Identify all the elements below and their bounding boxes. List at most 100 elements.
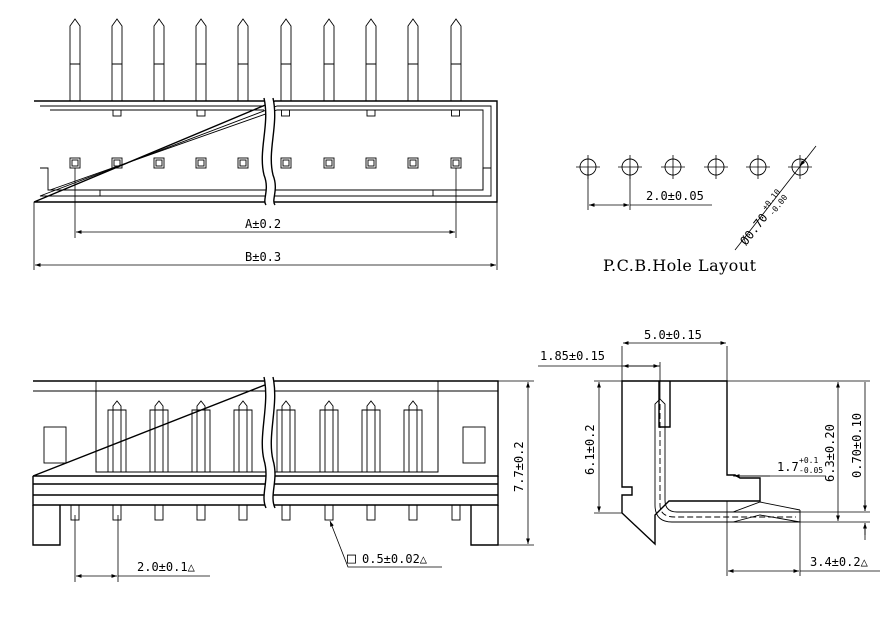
- front-pin-tail: [196, 504, 206, 521]
- front-pin-tail: [366, 504, 376, 521]
- top-pin-hole-inner: [409, 159, 417, 167]
- pcb-diameter-label: Ø0.70: [737, 211, 770, 248]
- top-pin: [323, 18, 335, 101]
- side-depth-label: 5.0±0.15: [644, 328, 702, 342]
- top-pin: [237, 18, 249, 101]
- top-right-notch: [432, 167, 491, 196]
- top-view: A±0.2 B±0.3: [33, 18, 498, 270]
- side-total-height-extension: [727, 380, 870, 523]
- front-pin-tail: [112, 504, 122, 521]
- front-contact-pin: [324, 400, 334, 472]
- front-right-foot: [470, 505, 499, 546]
- pcb-hole-layout: 2.0±0.05 Ø0.70 +0.10 -0.00 P.C.B.Hole La…: [576, 145, 817, 275]
- top-pin-hole-inner: [239, 159, 247, 167]
- front-contact-pin: [196, 400, 206, 472]
- side-depth-extension: [621, 346, 728, 381]
- top-pin: [153, 18, 165, 101]
- front-contact-slot: [107, 409, 127, 472]
- front-contact-pin: [238, 400, 248, 472]
- front-cavity-inner: [95, 391, 439, 472]
- top-view-latches: [112, 109, 460, 117]
- pcb-hole-crosshair: [704, 155, 728, 179]
- top-pin-hole: [111, 157, 123, 169]
- top-pin-hole-inner: [155, 159, 163, 167]
- pcb-layout-title: P.C.B.Hole Layout: [603, 256, 757, 275]
- top-pin-hole-inner: [325, 159, 333, 167]
- dim-b-extension: [33, 202, 498, 270]
- front-height-label: 7.7±0.2: [512, 441, 526, 492]
- top-pin-hole: [195, 157, 207, 169]
- pcb-diameter-text: Ø0.70 +0.10 -0.00: [737, 187, 789, 248]
- front-pitch-label: 2.0±0.1△: [137, 560, 196, 574]
- top-pin: [407, 18, 419, 101]
- top-pin: [365, 18, 377, 101]
- side-body-outline: [621, 380, 761, 546]
- front-contact-pin: [154, 400, 164, 472]
- front-contact-slot: [191, 409, 211, 472]
- front-break-left: [261, 376, 267, 509]
- front-height-extension: [498, 380, 534, 546]
- top-pin-hole-inner: [367, 159, 375, 167]
- top-latch-notch: [451, 109, 460, 117]
- front-left-window: [43, 426, 67, 464]
- top-latch-notch: [366, 109, 376, 117]
- top-break-right: [270, 97, 276, 206]
- top-latch-notch: [112, 109, 122, 117]
- front-pin-tail: [238, 504, 248, 521]
- top-pin-hole: [450, 157, 462, 169]
- front-contact-slot: [319, 409, 339, 472]
- side-body-height-extension: [594, 380, 622, 514]
- top-view-holes: [69, 157, 462, 169]
- top-pin-hole-inner: [113, 159, 121, 167]
- front-pin-size-leader: [329, 520, 442, 568]
- side-bend-tol-upper: +0.1: [799, 456, 818, 465]
- side-bend-tol-lower: -0.05: [799, 466, 823, 475]
- top-pin-hole-inner: [197, 159, 205, 167]
- top-pin-hole-inner: [282, 159, 290, 167]
- dim-a-extension: [74, 168, 457, 238]
- top-pin-hole: [407, 157, 419, 169]
- side-total-height-label: 6.3±0.20: [823, 424, 837, 482]
- pcb-holes: [576, 155, 812, 179]
- front-pin-tail: [281, 504, 291, 521]
- top-pin-hole: [323, 157, 335, 169]
- pcb-pitch-label: 2.0±0.05: [646, 189, 704, 203]
- pcb-diameter-arrow: [799, 157, 807, 167]
- dim-a-label: A±0.2: [245, 217, 281, 231]
- front-pin-square-mark: □: [347, 549, 356, 567]
- front-pin-tail: [408, 504, 418, 521]
- top-break-left: [261, 97, 267, 206]
- side-bend-label: 1.7: [777, 460, 799, 474]
- side-body-height-label: 6.1±0.2: [583, 424, 597, 475]
- front-contact-pin: [281, 400, 291, 472]
- top-pin: [280, 18, 292, 101]
- front-view: 7.7±0.2 2.0±0.1△ □ 0.5±0.02△: [32, 376, 534, 582]
- top-pin-hole: [365, 157, 377, 169]
- side-offset-label: 1.85±0.15: [540, 349, 605, 363]
- top-latch-notch: [196, 109, 206, 117]
- front-contact-slot: [361, 409, 381, 472]
- top-latch-notch: [281, 109, 290, 117]
- front-contact-pin: [366, 400, 376, 472]
- front-contact-pin: [112, 400, 122, 472]
- front-right-window: [462, 426, 486, 464]
- front-contact-slot: [403, 409, 423, 472]
- front-pin-size-label: 0.5±0.02△: [362, 552, 428, 566]
- front-break-right: [270, 376, 276, 509]
- front-contact-slot: [276, 409, 296, 472]
- front-pitch-extension: [74, 515, 119, 582]
- side-tail-label: 3.4±0.2△: [810, 555, 869, 569]
- top-pin-hole: [237, 157, 249, 169]
- top-pin-hole-inner: [452, 159, 460, 167]
- front-pin-tail: [154, 504, 164, 521]
- top-pin-hole-inner: [71, 159, 79, 167]
- top-pin-hole: [69, 157, 81, 169]
- top-pin: [195, 18, 207, 101]
- top-pin-hole: [153, 157, 165, 169]
- top-pin: [111, 18, 123, 101]
- front-contact-slot: [149, 409, 169, 472]
- side-pin-center: [659, 404, 796, 518]
- side-view: 5.0±0.15 1.85±0.15 6.1±0.2 6.3±0.20 0.70…: [538, 328, 880, 576]
- front-left-foot: [32, 505, 61, 546]
